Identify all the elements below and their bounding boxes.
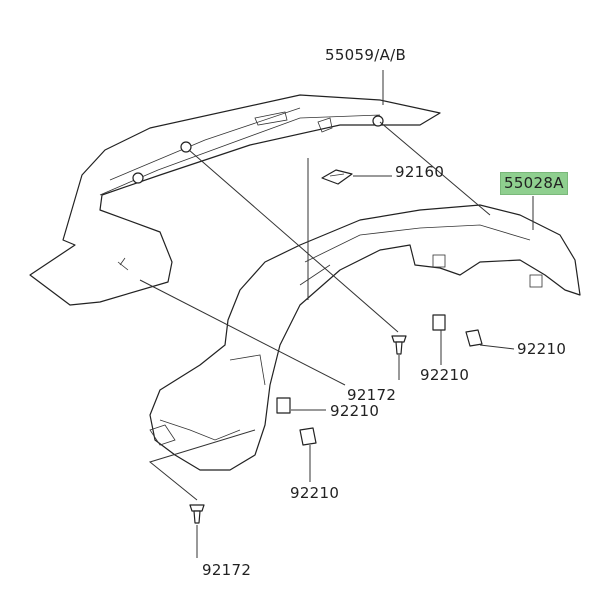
part-number-label: 92210 xyxy=(330,402,380,420)
part-number-label: 92210 xyxy=(517,340,567,358)
clip-nuts xyxy=(276,314,483,446)
inner-cowl-part xyxy=(149,204,581,471)
windshield-part xyxy=(29,94,441,306)
highlighted-part-number-label: 55028A xyxy=(500,172,568,195)
part-number-label: 92172 xyxy=(347,386,397,404)
part-number-label: 92172 xyxy=(202,561,252,579)
rubber-damper-92160 xyxy=(321,169,353,185)
part-number-label: 55059/A/B xyxy=(325,46,407,64)
part-number-label: 92160 xyxy=(395,163,445,181)
screws-92172 xyxy=(189,335,407,524)
part-number-label: 92210 xyxy=(420,366,470,384)
part-number-label: 92210 xyxy=(290,484,340,502)
leader-lines xyxy=(139,70,534,558)
